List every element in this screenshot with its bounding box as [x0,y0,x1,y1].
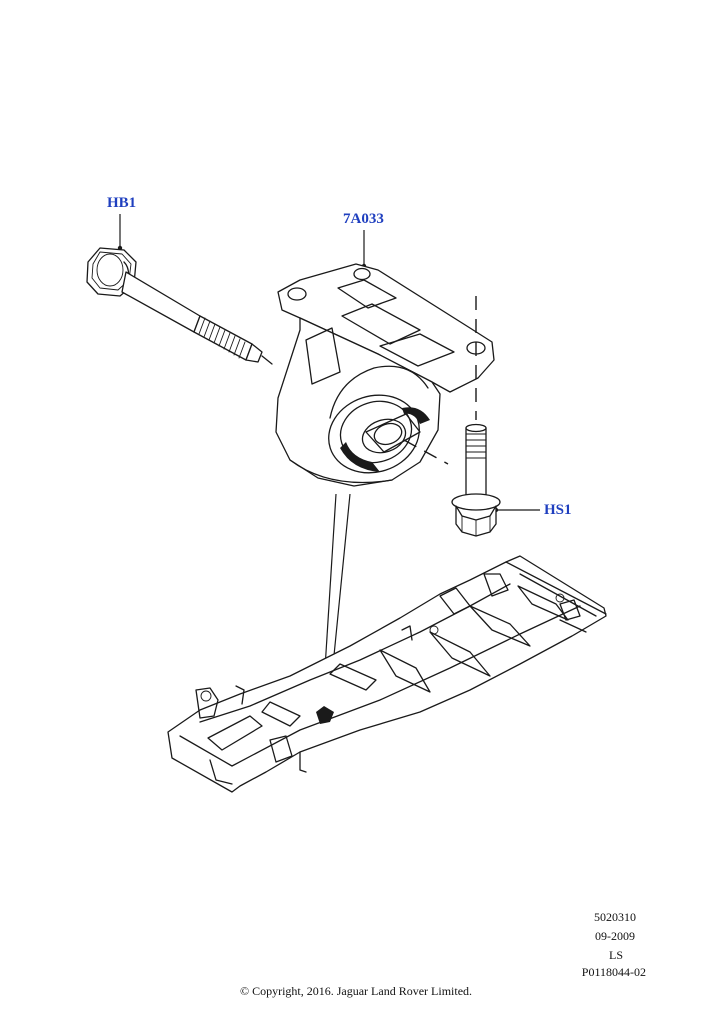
drawing-number: P0118044-02 [581,965,646,979]
chassis-frame-drawing [167,555,607,793]
reference-number: 5020310 [594,910,636,924]
bolt-hs1-drawing[interactable] [451,423,540,537]
region-code: LS [608,948,623,962]
engine-mount-7a033-drawing[interactable] [275,230,495,487]
callout-7a033[interactable]: 7A033 [343,211,384,227]
diagram-date: 09-2009 [595,929,635,943]
bolt-hb1-drawing[interactable] [86,214,273,365]
copyright-notice: © Copyright, 2016. Jaguar Land Rover Lim… [239,984,473,998]
callout-hs1[interactable]: HS1 [544,502,572,518]
callout-hb1[interactable]: HB1 [107,195,137,211]
